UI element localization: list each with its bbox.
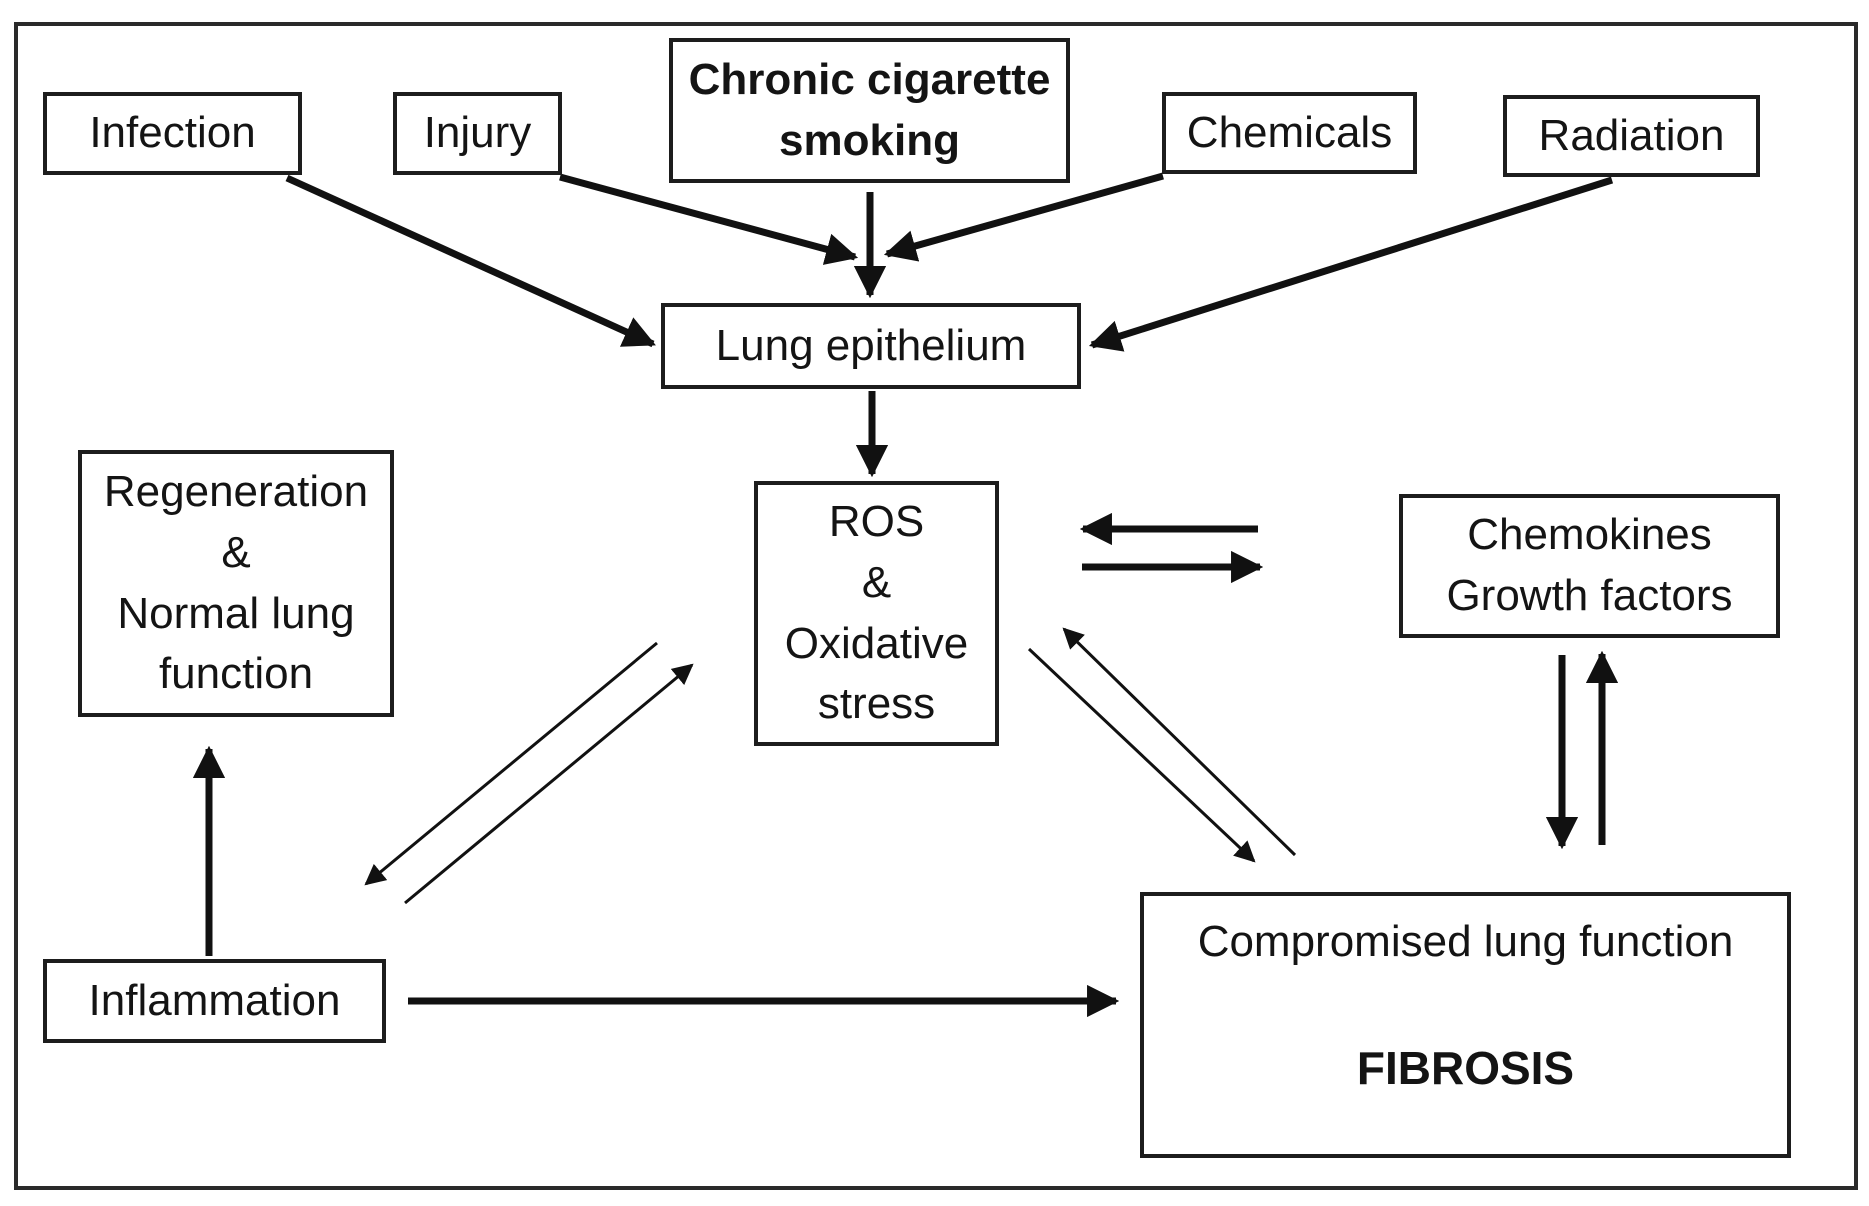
node-chemicals-label: Chemicals (1186, 107, 1393, 157)
node-injury: Injury (393, 92, 562, 175)
node-radiation-label: Radiation (1538, 110, 1725, 160)
arrow-compromised-to-ros (1062, 627, 1297, 857)
arrow-radiation-to-lung-epithelium (1088, 176, 1614, 352)
arrow-ros-to-compromised (1027, 647, 1256, 863)
node-regeneration-normal-lung-function-label: Regeneration & Normal lung function (103, 467, 369, 699)
node-lung-epithelium-label: Lung epithelium (715, 320, 1027, 370)
node-inflammation-label: Inflammation (88, 975, 341, 1025)
node-lung-epithelium: Lung epithelium (661, 303, 1081, 389)
node-compromised-lung-function-title: Compromised lung function (1197, 917, 1734, 966)
node-chronic-cigarette-smoking: Chronic cigarette smoking (669, 38, 1070, 183)
node-radiation: Radiation (1503, 95, 1760, 177)
node-inflammation: Inflammation (43, 959, 386, 1043)
node-infection: Infection (43, 92, 302, 175)
node-compromised-lung-function-fibrosis: Compromised lung function FIBROSIS (1140, 892, 1791, 1158)
arrow-infection-to-lung-epithelium (285, 174, 656, 348)
node-chronic-cigarette-smoking-label: Chronic cigarette smoking (688, 54, 1051, 165)
arrow-ros-to-inflammation (364, 641, 658, 886)
arrow-inflammation-to-ros (404, 663, 694, 905)
node-chemokines-growth-factors: Chemokines Growth factors (1399, 494, 1780, 638)
node-ros-oxidative-stress: ROS & Oxidative stress (754, 481, 999, 746)
node-infection-label: Infection (89, 108, 256, 158)
node-ros-oxidative-stress-label: ROS & Oxidative stress (784, 497, 969, 729)
node-chemicals: Chemicals (1162, 92, 1417, 174)
node-regeneration-normal-lung-function: Regeneration & Normal lung function (78, 450, 394, 717)
node-fibrosis-label: FIBROSIS (1356, 1041, 1575, 1094)
node-injury-label: Injury (423, 108, 532, 158)
arrow-chemicals-to-lung-epithelium (883, 172, 1164, 262)
diagram-frame (14, 22, 1858, 1190)
node-chemokines-growth-factors-label: Chemokines Growth factors (1446, 510, 1733, 620)
arrow-injury-to-lung-epithelium (559, 173, 859, 265)
